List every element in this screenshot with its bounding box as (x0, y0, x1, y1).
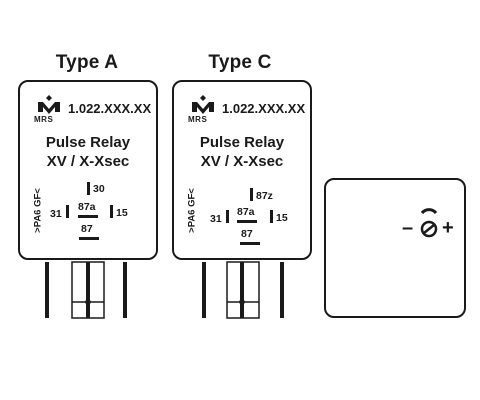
pin-label-15: 15 (116, 207, 128, 219)
mrs-logo-icon (192, 95, 214, 114)
type-a-heading: Type A (55, 52, 119, 73)
pin-label-87z: 87z (256, 190, 273, 202)
type-a-leads (45, 261, 127, 319)
minus-label: – (402, 217, 414, 239)
type-c-relay-body: MRS 1.022.XXX.XX Pulse Relay XV / X-Xsec… (172, 80, 312, 260)
pin-label-87: 87 (241, 228, 253, 240)
relay-title: Pulse Relay (199, 134, 285, 151)
pin-87-mark (79, 237, 99, 240)
relay-side-view-panel: – + (324, 178, 466, 318)
logo-text: MRS (34, 115, 54, 124)
pin-label-87a: 87a (237, 206, 255, 218)
pin-label-87a: 87a (78, 201, 96, 213)
pin-label-15: 15 (276, 212, 288, 224)
part-number: 1.022.XXX.XX (68, 101, 152, 116)
pin-label-31: 31 (210, 213, 222, 225)
type-c-leads (202, 261, 284, 319)
mrs-logo-icon (38, 95, 60, 114)
pin-label-30: 30 (93, 183, 105, 195)
potentiometer-icon (420, 208, 438, 238)
pin-label-87: 87 (81, 223, 93, 235)
part-number: 1.022.XXX.XX (222, 101, 306, 116)
pin-15-mark (270, 210, 273, 223)
pin-31-mark (226, 210, 229, 223)
pin-15-mark (110, 205, 113, 218)
logo-text: MRS (188, 115, 208, 124)
plus-label: + (442, 217, 454, 239)
pin-87a-mark (237, 220, 257, 223)
type-c-heading: Type C (208, 52, 272, 73)
relay-title: Pulse Relay (45, 134, 131, 151)
relay-subtitle: XV / X-Xsec (46, 153, 130, 170)
relay-subtitle: XV / X-Xsec (200, 153, 284, 170)
pin-87a-mark (78, 215, 98, 218)
type-a-relay-body: MRS 1.022.XXX.XX Pulse Relay XV / X-Xsec… (18, 80, 158, 260)
pin-87z-mark (250, 188, 253, 201)
material-marking: >PA6 GF< (186, 188, 198, 233)
material-marking: >PA6 GF< (32, 188, 44, 233)
pin-30-mark (87, 182, 90, 195)
pin-31-mark (66, 205, 69, 218)
pin-label-31: 31 (50, 208, 62, 220)
pin-87-mark (240, 242, 260, 245)
